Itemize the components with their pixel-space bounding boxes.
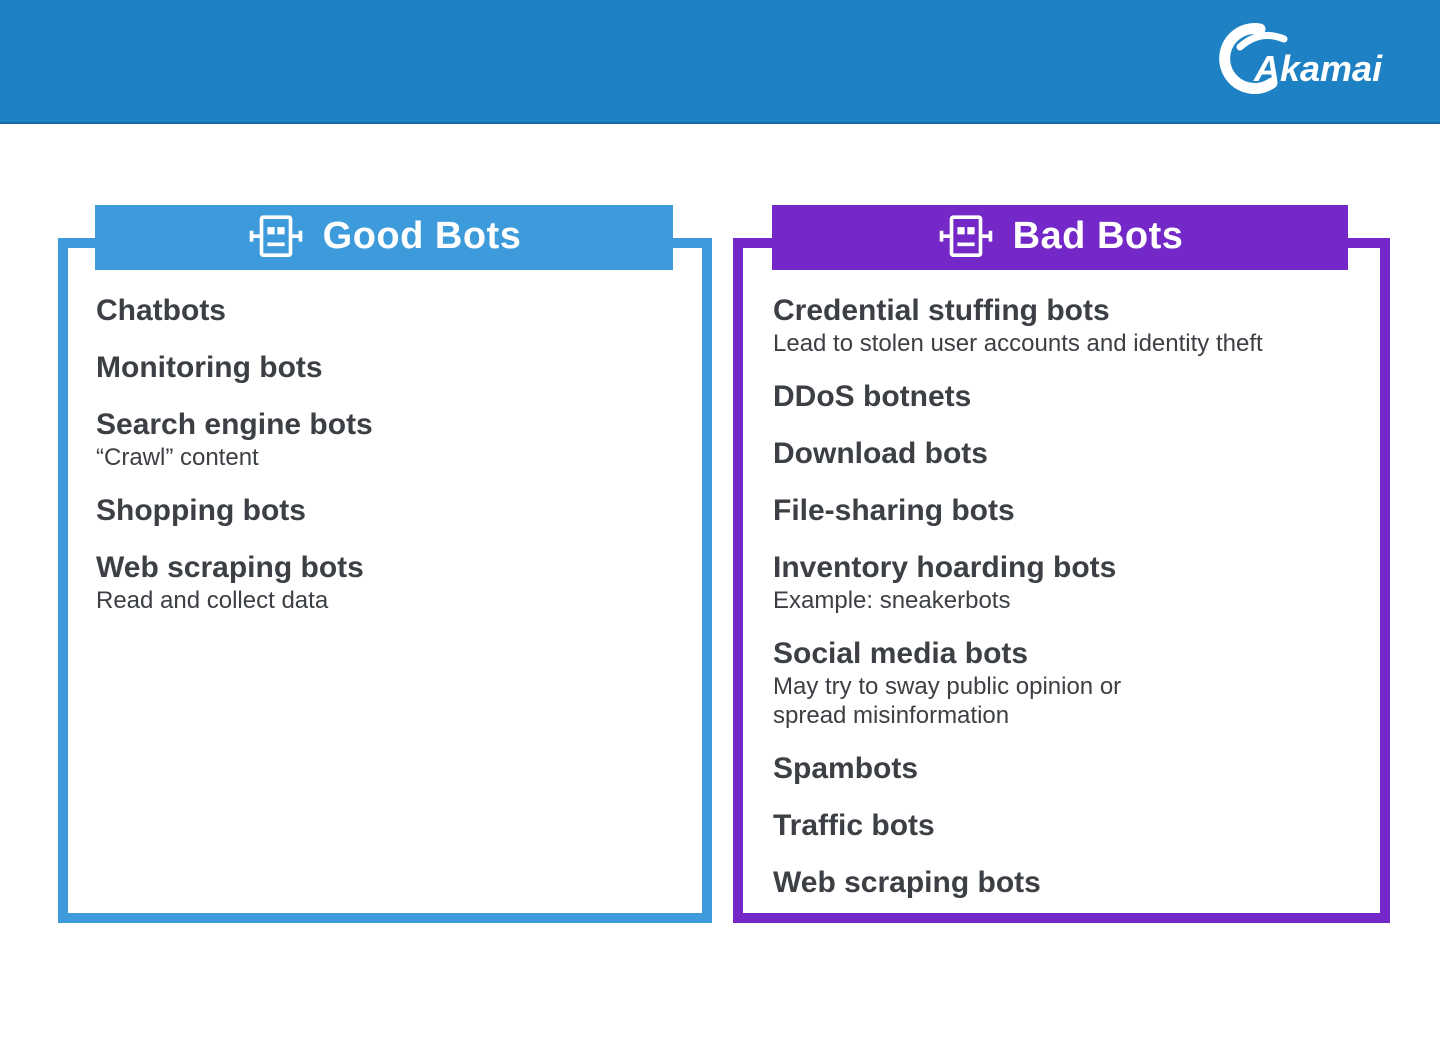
bot-label: File-sharing bots xyxy=(773,494,1015,527)
list-item: Web scraping bots Read and collect data xyxy=(96,550,682,615)
akamai-logo-icon: Akamai xyxy=(1219,23,1383,95)
list-item: Download bots xyxy=(773,436,1360,472)
bot-sub: “Crawl” content xyxy=(96,444,259,471)
bot-label: Shopping bots xyxy=(96,494,306,527)
bot-label: Chatbots xyxy=(96,294,226,327)
bot-label: Web scraping bots xyxy=(96,551,364,584)
good-bots-panel: Chatbots Monitoring bots Search engine b… xyxy=(58,238,712,923)
panel-title-bad: Bad Bots xyxy=(1012,215,1184,257)
bot-label: DDoS botnets xyxy=(773,380,972,413)
panel-title-good: Good Bots xyxy=(322,215,522,257)
bot-label: Credential stuffing bots xyxy=(773,294,1110,327)
bot-sub: Read and collect data xyxy=(96,587,329,614)
list-item: Search engine bots “Crawl” content xyxy=(96,407,682,472)
akamai-logo-text: Akamai xyxy=(1253,48,1383,89)
list-item: Inventory hoarding bots Example: sneaker… xyxy=(773,550,1360,615)
bot-label: Download bots xyxy=(773,437,988,470)
bot-label: Search engine bots xyxy=(96,408,373,441)
list-item: DDoS botnets xyxy=(773,379,1360,415)
akamai-logo: Akamai xyxy=(1214,16,1394,106)
robot-icon xyxy=(937,212,995,264)
list-item: Web scraping bots xyxy=(773,865,1360,901)
bot-label: Inventory hoarding bots xyxy=(773,551,1117,584)
bot-label: Web scraping bots xyxy=(773,866,1041,899)
list-item: Monitoring bots xyxy=(96,350,682,386)
list-item: Spambots xyxy=(773,751,1360,787)
top-bar: Akamai xyxy=(0,0,1440,124)
list-item: Shopping bots xyxy=(96,493,682,529)
bad-bots-list: Credential stuffing bots Lead to stolen … xyxy=(743,248,1380,901)
bot-label: Social media bots xyxy=(773,637,1029,670)
bot-sub: May try to sway public opinion or spread… xyxy=(773,673,1122,729)
robot-icon xyxy=(247,212,305,264)
list-item: Chatbots xyxy=(96,293,682,329)
bad-bots-header: Bad Bots xyxy=(772,205,1348,270)
list-item: Social media bots May try to sway public… xyxy=(773,636,1360,730)
list-item: Credential stuffing bots Lead to stolen … xyxy=(773,293,1360,358)
bad-bots-panel: Credential stuffing bots Lead to stolen … xyxy=(733,238,1390,923)
good-bots-list: Chatbots Monitoring bots Search engine b… xyxy=(68,248,702,615)
list-item: Traffic bots xyxy=(773,808,1360,844)
list-item: File-sharing bots xyxy=(773,493,1360,529)
bot-label: Traffic bots xyxy=(773,809,935,842)
bot-label: Spambots xyxy=(773,752,919,785)
good-bots-header: Good Bots xyxy=(95,205,673,270)
bot-sub: Lead to stolen user accounts and identit… xyxy=(773,330,1263,357)
bot-sub: Example: sneakerbots xyxy=(773,587,1011,614)
bot-label: Monitoring bots xyxy=(96,351,323,384)
